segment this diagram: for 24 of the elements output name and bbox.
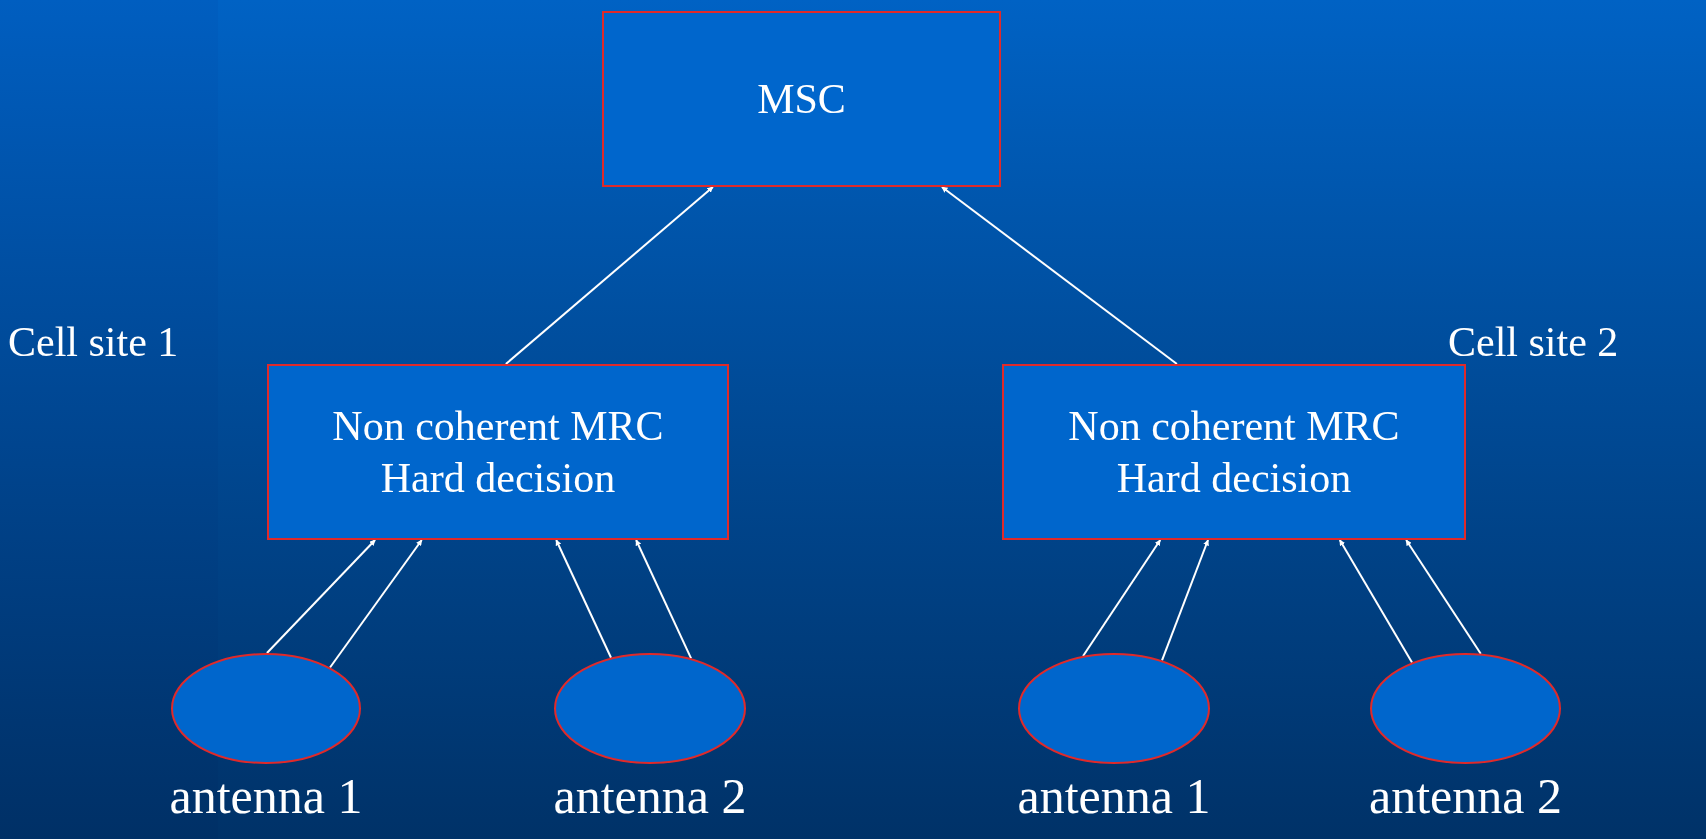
antenna-label: antenna 1	[1017, 767, 1211, 826]
box-text: MSC	[757, 75, 846, 124]
arrow	[555, 539, 612, 659]
box-text: Non coherent MRC	[1068, 402, 1400, 451]
antenna-label: antenna 2	[1369, 767, 1562, 826]
arrow	[504, 186, 714, 365]
process-box	[1002, 364, 1466, 540]
cell-site-label: Cell site 2	[1448, 318, 1619, 367]
arrow	[1405, 539, 1482, 655]
antenna-label: antenna 1	[169, 767, 363, 826]
arrow	[940, 186, 1178, 365]
process-box	[267, 364, 729, 540]
arrow	[635, 539, 693, 660]
arrow	[1161, 539, 1209, 662]
box-text: Hard decision	[1116, 454, 1352, 503]
arrow	[265, 539, 377, 654]
arrow	[1338, 539, 1413, 664]
cell-site-label: Cell site 1	[8, 318, 179, 367]
msc-box	[602, 11, 1001, 187]
arrow	[329, 539, 423, 669]
arrow	[1082, 539, 1162, 657]
antenna-label: antenna 2	[553, 767, 747, 826]
box-text: Hard decision	[380, 454, 616, 503]
box-text: Non coherent MRC	[332, 402, 664, 451]
